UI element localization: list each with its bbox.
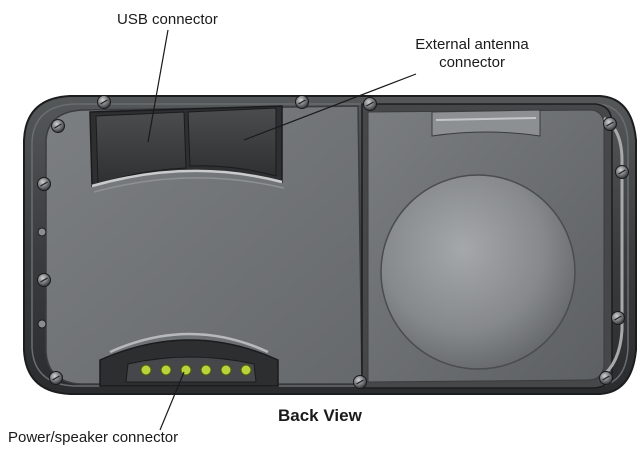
usb-connector-label: USB connector <box>117 11 218 28</box>
edge-hole <box>37 227 47 237</box>
screw <box>295 95 309 109</box>
screw <box>97 95 111 109</box>
connector-pin <box>140 364 152 376</box>
power-speaker-connector <box>99 332 279 387</box>
power-speaker-label: Power/speaker connector <box>8 429 179 446</box>
screw <box>37 273 51 287</box>
leader-lines <box>147 29 417 431</box>
usb-leader <box>147 29 169 143</box>
screws <box>37 95 629 389</box>
battery-door <box>361 103 624 389</box>
external-antenna-label: External antenna connector <box>392 36 552 72</box>
screw <box>599 371 613 385</box>
screw <box>615 165 629 179</box>
connector-pin <box>200 364 212 376</box>
back-view-title: Back View <box>278 406 362 425</box>
screw <box>353 375 367 389</box>
connector-pin <box>220 364 232 376</box>
external-antenna-label-line1: External antenna <box>415 36 529 53</box>
external-antenna-label-line2: connector <box>439 54 505 71</box>
antenna-leader <box>243 73 417 141</box>
edge-hole <box>37 319 47 329</box>
power-leader <box>159 371 185 431</box>
screw <box>49 371 63 385</box>
connector-pins <box>140 364 252 376</box>
battery-door-disc <box>380 174 576 370</box>
screw <box>603 117 617 131</box>
screw <box>51 119 65 133</box>
screw <box>363 97 377 111</box>
connector-pin <box>240 364 252 376</box>
connector-pin <box>180 364 192 376</box>
screw <box>37 177 51 191</box>
top-port-cover <box>89 105 285 193</box>
screw <box>611 311 625 325</box>
connector-pin <box>160 364 172 376</box>
